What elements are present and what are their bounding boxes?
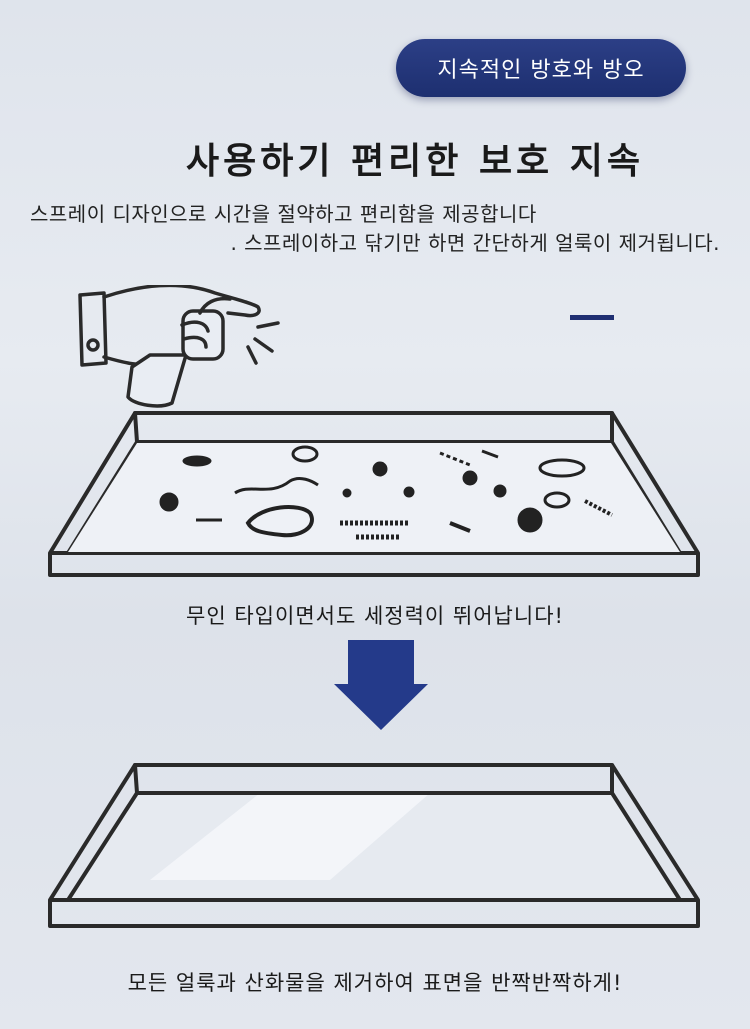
badge-label: 지속적인 방호와 방오: [437, 58, 645, 83]
down-arrow-icon: [334, 640, 428, 730]
dirty-tray: [48, 411, 700, 577]
description-line-1: 스프레이 디자인으로 시간을 절약하고 편리함을 제공합니다: [30, 202, 537, 226]
page-title: 사용하기 편리한 보호 지속: [186, 141, 644, 182]
protection-badge: 지속적인 방호와 방오: [396, 39, 686, 97]
caption-before: 무인 타입이면서도 세정력이 뛰어납니다!: [186, 604, 564, 628]
bacteria-icon: [159, 445, 613, 540]
spray-hand-icon: [78, 285, 280, 408]
accent-bar: [570, 315, 614, 320]
description-line-2: . 스프레이하고 닦기만 하면 간단하게 얼룩이 제거됩니다.: [230, 231, 720, 255]
clean-tray: [48, 763, 700, 928]
caption-after: 모든 얼룩과 산화물을 제거하여 표면을 반짝반짝하게!: [127, 971, 623, 995]
description: 스프레이 디자인으로 시간을 절약하고 편리함을 제공합니다 . 스프레이하고 …: [30, 200, 720, 258]
